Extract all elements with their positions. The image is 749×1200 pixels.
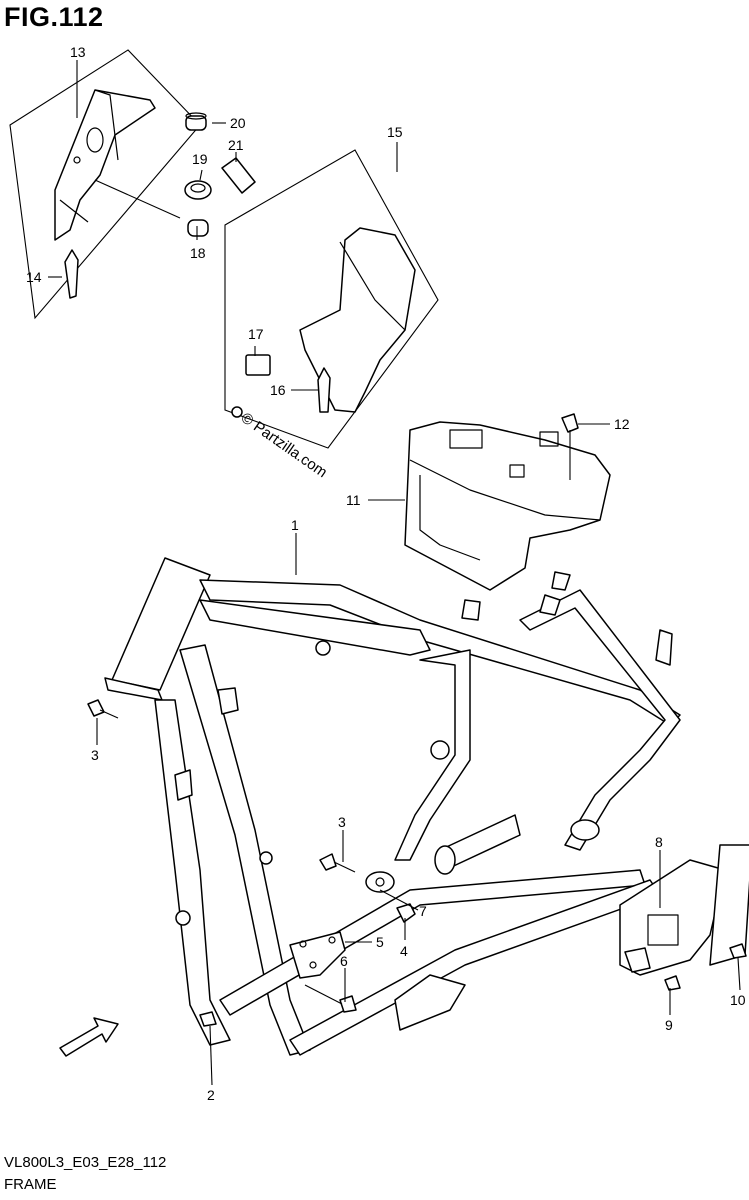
figure-name: FRAME	[4, 1176, 57, 1193]
callout-21: 21	[228, 137, 244, 153]
callout-13: 13	[70, 44, 86, 60]
callout-16: 16	[270, 382, 286, 398]
callout-19: 19	[192, 151, 208, 167]
battery-tray-11	[404, 421, 611, 591]
callout-15: 15	[387, 124, 403, 140]
watermark: © Partzilla.com	[238, 409, 331, 481]
seat-cover-group-15	[224, 149, 439, 449]
callout-17: 17	[248, 326, 264, 342]
callout-7: 7	[419, 903, 427, 919]
callout-6: 6	[340, 953, 348, 969]
callout-12: 12	[614, 416, 630, 432]
callout-4: 4	[400, 943, 408, 959]
main-frame-1	[87, 557, 681, 1056]
callout-18: 18	[190, 245, 206, 261]
bracket-8	[619, 844, 749, 991]
figure-code: VL800L3_E03_E28_112	[4, 1154, 167, 1171]
callout-5: 5	[376, 934, 384, 950]
callout-3-left: 3	[91, 747, 99, 763]
leader-lines	[48, 60, 741, 1086]
callout-20: 20	[230, 115, 246, 131]
callout-14: 14	[26, 269, 42, 285]
bolt-12	[561, 413, 579, 480]
callout-11: 11	[346, 492, 361, 508]
grommet-parts	[184, 112, 256, 237]
cover-group-13	[9, 49, 201, 320]
callout-2: 2	[207, 1087, 215, 1103]
callout-9: 9	[665, 1017, 673, 1033]
callout-1: 1	[291, 517, 299, 533]
callout-8: 8	[655, 834, 663, 850]
callout-labels: 13 14 15 20 19 21 18 17 16 11 12 1 3 3 4…	[26, 44, 746, 1103]
figure-title: FIG.112	[4, 2, 104, 32]
callout-3-center: 3	[338, 814, 346, 830]
forward-arrow-icon	[59, 1017, 119, 1057]
callout-10: 10	[730, 992, 746, 1008]
